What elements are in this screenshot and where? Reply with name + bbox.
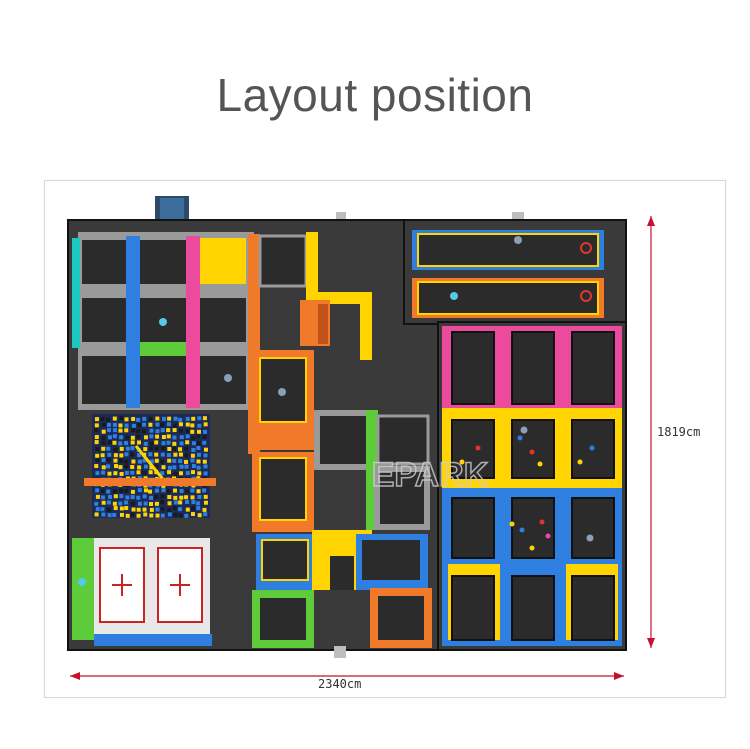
tumble-lanes (412, 230, 604, 318)
width-label: 2340cm (318, 677, 362, 691)
right-grid (442, 326, 622, 646)
width-dimension-line (70, 672, 624, 680)
height-dimension-line (647, 216, 655, 648)
foam-pit (84, 414, 216, 518)
middle-lanes (248, 232, 430, 532)
height-label: 1819cm (657, 425, 701, 439)
trampoline-grid-left (72, 232, 254, 410)
watermark: EPARK (372, 456, 489, 494)
bottom-left-area (72, 538, 212, 646)
bottom-middle-blocks (252, 530, 432, 658)
page-title: Layout position (216, 69, 534, 121)
